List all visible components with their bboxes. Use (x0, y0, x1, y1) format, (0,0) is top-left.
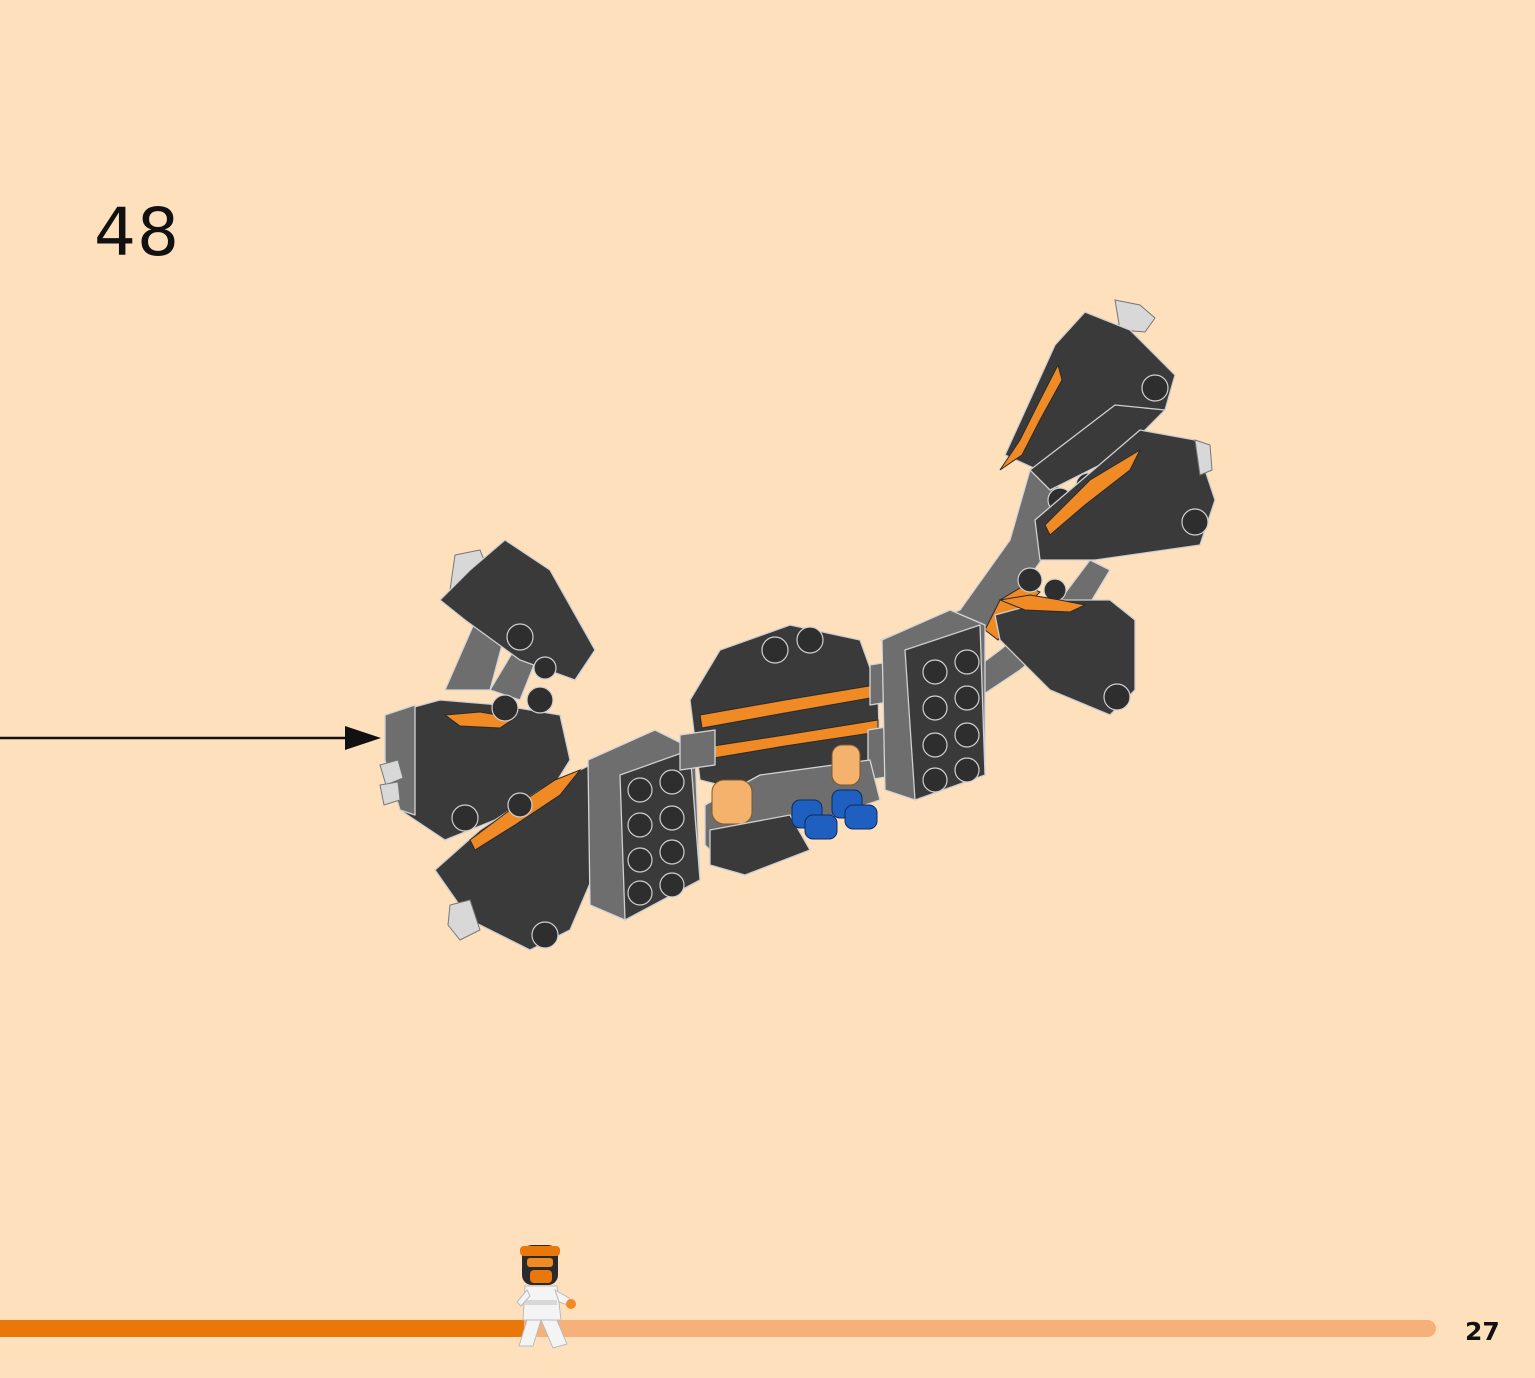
page-number: 27 (1465, 1317, 1500, 1346)
lego-build-model: .d{fill:#3A3A3A;stroke:#cfcfcf;stroke-wi… (379, 299, 1216, 951)
progress-bar (0, 1320, 1436, 1337)
ninja-minifigure-icon (516, 1245, 576, 1349)
step-number: 48 (94, 194, 180, 271)
callout-arrow-icon (0, 726, 381, 750)
progress-fill (0, 1320, 525, 1337)
